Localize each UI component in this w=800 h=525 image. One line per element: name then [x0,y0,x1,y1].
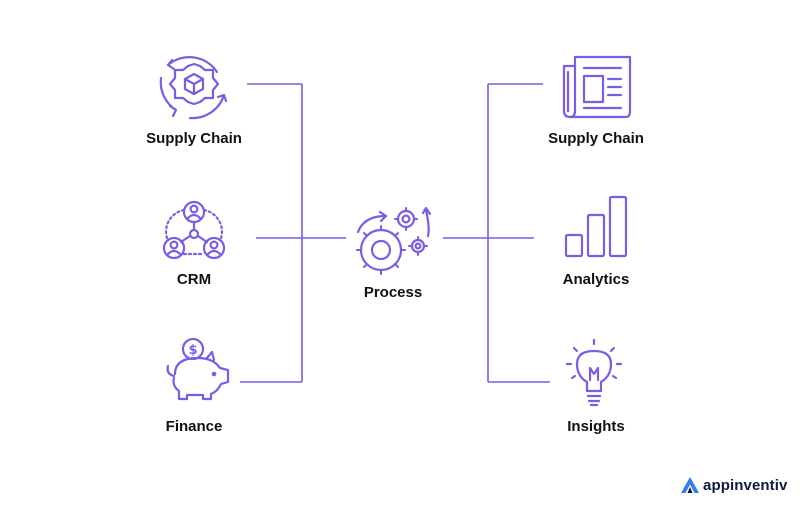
connectors [240,83,550,383]
gear-cube-cycle-icon [159,56,228,120]
lightbulb-icon [565,338,623,407]
input-label-crm: CRM [176,271,212,288]
output-label-analytics: Analytics [562,271,630,288]
bar-chart-icon [564,195,628,258]
network-people-icon [162,200,226,260]
output-label-insights: Insights [567,418,625,435]
output-label-supply-chain: Supply Chain [548,130,644,147]
gears-icon [356,206,432,275]
piggy-bank-icon: $ [166,337,230,401]
svg-text:$: $ [188,343,197,358]
input-label-supply-chain: Supply Chain [146,130,242,147]
center-label-process: Process [363,284,423,301]
brand-logo: appinventiv [680,476,787,494]
appinventiv-logo-icon [681,477,699,493]
newspaper-icon [562,55,632,119]
brand-name: appinventiv [703,476,788,494]
input-label-finance: Finance [165,418,223,435]
